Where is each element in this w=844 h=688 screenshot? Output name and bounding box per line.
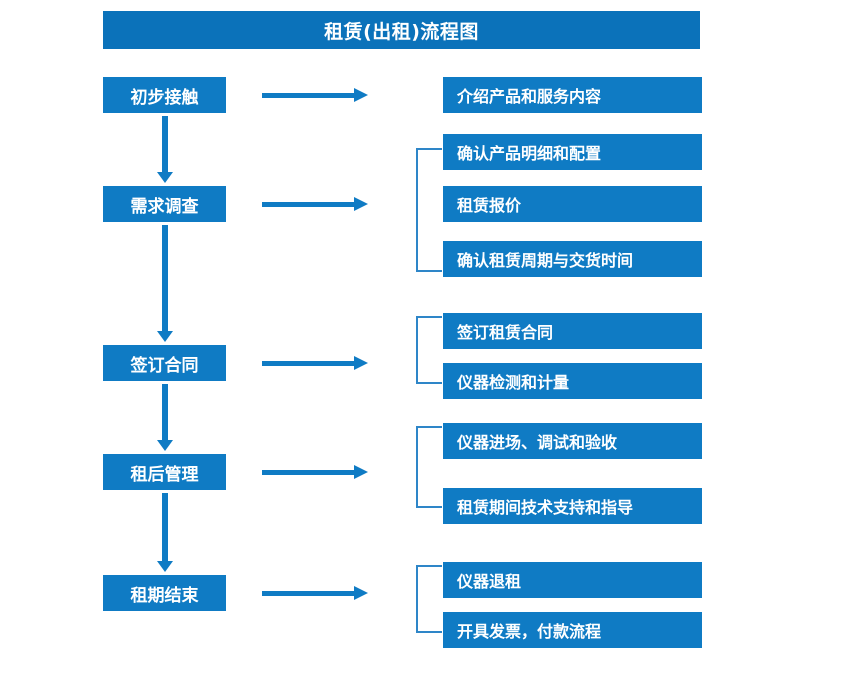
detail-box-9[interactable]: 仪器退租 — [443, 562, 702, 598]
detail-box-7[interactable]: 仪器进场、调试和验收 — [443, 423, 702, 459]
stage-box-1[interactable]: 初步接触 — [103, 77, 226, 113]
arrow-head-down-icon — [157, 440, 173, 451]
stage-box-4[interactable]: 租后管理 — [103, 454, 226, 490]
horizontal-arrow-stage-3 — [262, 356, 368, 370]
arrow-head-down-icon — [157, 561, 173, 572]
detail-box-4[interactable]: 确认租赁周期与交货时间 — [443, 241, 702, 277]
vertical-arrow-3-to-4 — [157, 384, 173, 451]
arrow-shaft — [262, 361, 354, 366]
bracket-stage-3 — [416, 316, 442, 384]
detail-box-1[interactable]: 介绍产品和服务内容 — [443, 77, 702, 113]
arrow-head-right-icon — [354, 586, 368, 600]
bracket-stage-5 — [416, 565, 442, 633]
arrow-head-down-icon — [157, 172, 173, 183]
arrow-head-right-icon — [354, 465, 368, 479]
arrow-head-down-icon — [157, 331, 173, 342]
arrow-shaft — [162, 384, 168, 440]
detail-box-5[interactable]: 签订租赁合同 — [443, 313, 702, 349]
arrow-shaft — [262, 93, 354, 98]
horizontal-arrow-stage-4 — [262, 465, 368, 479]
vertical-arrow-2-to-3 — [157, 225, 173, 342]
detail-box-10[interactable]: 开具发票，付款流程 — [443, 612, 702, 648]
detail-box-3[interactable]: 租赁报价 — [443, 186, 702, 222]
horizontal-arrow-stage-1 — [262, 88, 368, 102]
stage-box-5[interactable]: 租期结束 — [103, 575, 226, 611]
diagram-title: 租赁(出租)流程图 — [103, 11, 700, 49]
arrow-head-right-icon — [354, 88, 368, 102]
bracket-stage-4 — [416, 426, 442, 508]
bracket-stage-2 — [416, 148, 442, 272]
arrow-shaft — [162, 225, 168, 331]
arrow-shaft — [262, 591, 354, 596]
arrow-shaft — [162, 493, 168, 561]
arrow-shaft — [162, 116, 168, 172]
arrow-shaft — [262, 202, 354, 207]
arrow-head-right-icon — [354, 356, 368, 370]
vertical-arrow-4-to-5 — [157, 493, 173, 572]
horizontal-arrow-stage-5 — [262, 586, 368, 600]
stage-box-3[interactable]: 签订合同 — [103, 345, 226, 381]
horizontal-arrow-stage-2 — [262, 197, 368, 211]
arrow-head-right-icon — [354, 197, 368, 211]
detail-box-8[interactable]: 租赁期间技术支持和指导 — [443, 488, 702, 524]
detail-box-6[interactable]: 仪器检测和计量 — [443, 363, 702, 399]
detail-box-2[interactable]: 确认产品明细和配置 — [443, 134, 702, 170]
arrow-shaft — [262, 470, 354, 475]
stage-box-2[interactable]: 需求调查 — [103, 186, 226, 222]
vertical-arrow-1-to-2 — [157, 116, 173, 183]
